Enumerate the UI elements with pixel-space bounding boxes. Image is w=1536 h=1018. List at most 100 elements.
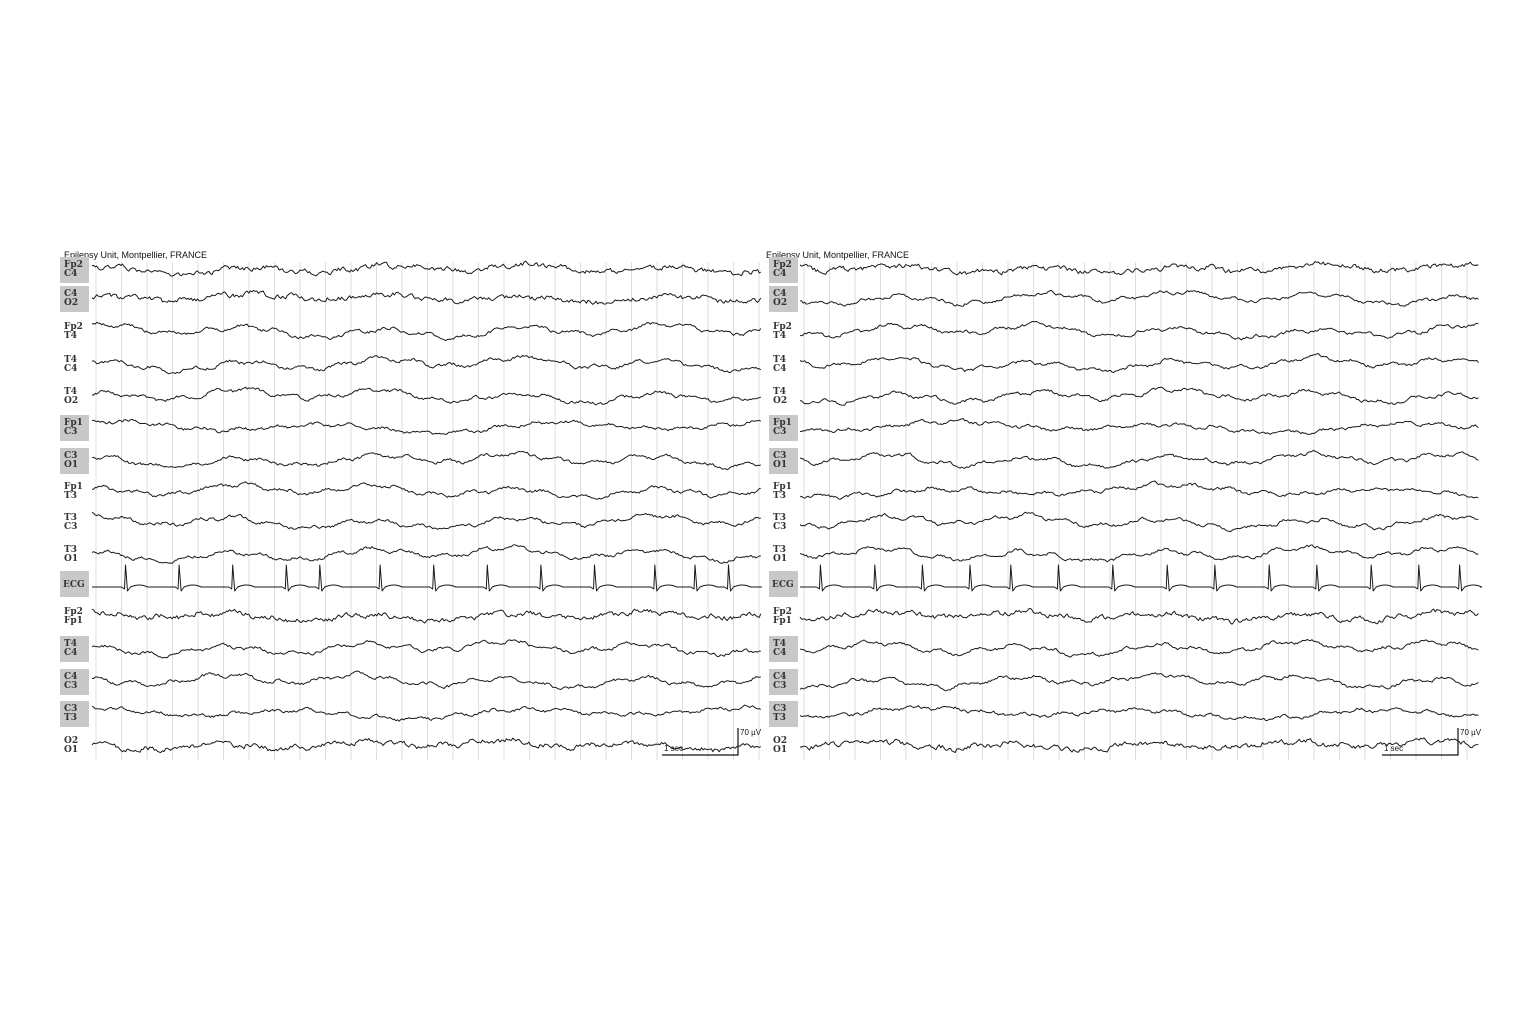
eeg-panel-1: Epilepsy Unit, Montpellier, FRANCEFp2C4C… — [60, 250, 762, 760]
channel-label-bottom: C4 — [64, 269, 77, 279]
channel-trace — [91, 450, 761, 471]
channel-trace — [91, 386, 761, 406]
channel-label-bottom: C4 — [64, 364, 77, 374]
channel-trace — [799, 418, 1479, 435]
channel-label-top: T4 — [773, 639, 786, 649]
channel-highlight — [769, 286, 798, 312]
channel-label-bottom: O1 — [64, 745, 78, 755]
channel-label-top: T4 — [64, 387, 77, 397]
scale-bar — [1382, 728, 1459, 756]
channel-trace — [800, 564, 1483, 592]
channel-trace — [799, 480, 1479, 500]
channel-label-top: C4 — [773, 289, 786, 299]
channel-label-bottom: O1 — [773, 745, 787, 755]
channel-trace — [799, 261, 1479, 276]
channel-trace — [91, 355, 762, 375]
channel-label-bottom: C3 — [773, 427, 786, 437]
channel-label-bottom: C3 — [773, 681, 786, 691]
channel-trace — [91, 544, 761, 564]
time-grid — [803, 262, 1468, 760]
channel-label-bottom: T3 — [773, 713, 786, 723]
channel-label-bottom: C3 — [64, 681, 77, 691]
channel-label-top: Fp2 — [64, 322, 83, 332]
channel-label-bottom: T4 — [64, 331, 77, 341]
amplitude-scale-label: 70 µV — [1460, 728, 1482, 737]
channel-label-bottom: O1 — [64, 554, 78, 564]
channel-trace — [799, 705, 1479, 722]
channel-trace — [799, 607, 1479, 625]
channel-trace — [799, 672, 1479, 692]
time-grid — [95, 262, 760, 760]
channel-trace — [91, 608, 762, 624]
channel-label-bottom: O1 — [64, 460, 78, 470]
recording-title: Epilepsy Unit, Montpellier, FRANCE — [766, 250, 909, 260]
channel-trace — [92, 481, 761, 500]
channel-label-top: Fp2 — [773, 260, 792, 270]
channel-label-top: Fp1 — [773, 482, 792, 492]
channel-label-bottom: C4 — [773, 269, 786, 279]
channel-trace — [92, 564, 762, 592]
channel-trace — [91, 290, 762, 305]
channel-label-bottom: O1 — [773, 554, 787, 564]
channel-label-top: Fp1 — [64, 482, 83, 492]
amplitude-scale-label: 70 µV — [740, 728, 762, 737]
channel-highlight — [60, 286, 89, 312]
channel-highlight — [769, 448, 798, 474]
time-scale-label: 1 sec — [1384, 744, 1403, 753]
channel-label-top: Fp2 — [773, 607, 792, 617]
channel-label-top: T4 — [773, 355, 786, 365]
channel-label-bottom: T3 — [64, 713, 77, 723]
channel-label-bottom: C3 — [64, 522, 77, 532]
channel-label-top: O2 — [773, 736, 787, 746]
channel-trace — [91, 512, 761, 530]
channel-label-top: C3 — [773, 704, 786, 714]
channel-label-top: T3 — [64, 545, 77, 555]
channel-trace — [91, 639, 761, 659]
channel-label-top: ECG — [63, 580, 85, 590]
eeg-panel-2: Epilepsy Unit, Montpellier, FRANCEFp2C4C… — [766, 250, 1483, 760]
channel-label-bottom: C3 — [773, 522, 786, 532]
channel-label-bottom: O1 — [773, 460, 787, 470]
channel-label-top: T3 — [773, 513, 786, 523]
channel-trace — [800, 386, 1479, 406]
channel-label-bottom: O2 — [773, 298, 787, 308]
channel-highlight — [60, 669, 89, 695]
channel-label-top: T4 — [64, 639, 77, 649]
channel-highlight — [60, 636, 89, 662]
channel-label-top: ECG — [772, 580, 794, 590]
channel-trace — [799, 638, 1479, 658]
channel-label-bottom: C4 — [773, 364, 786, 374]
channel-label-bottom: O2 — [773, 396, 787, 406]
channel-label-bottom: Fp1 — [773, 616, 792, 626]
channel-trace — [799, 511, 1479, 533]
channel-highlight — [769, 415, 798, 441]
channel-ecg: ECG — [769, 564, 1483, 597]
channel-label-top: Fp1 — [64, 418, 83, 428]
channel-label-bottom: C4 — [773, 648, 786, 658]
channel-trace — [799, 321, 1479, 341]
channel-label-top: Fp2 — [64, 607, 83, 617]
channel-trace — [799, 544, 1479, 563]
channel-trace — [799, 353, 1479, 373]
channel-trace — [91, 418, 762, 435]
channel-highlight — [769, 636, 798, 662]
channel-highlight — [60, 448, 89, 474]
channel-highlight — [60, 571, 89, 597]
